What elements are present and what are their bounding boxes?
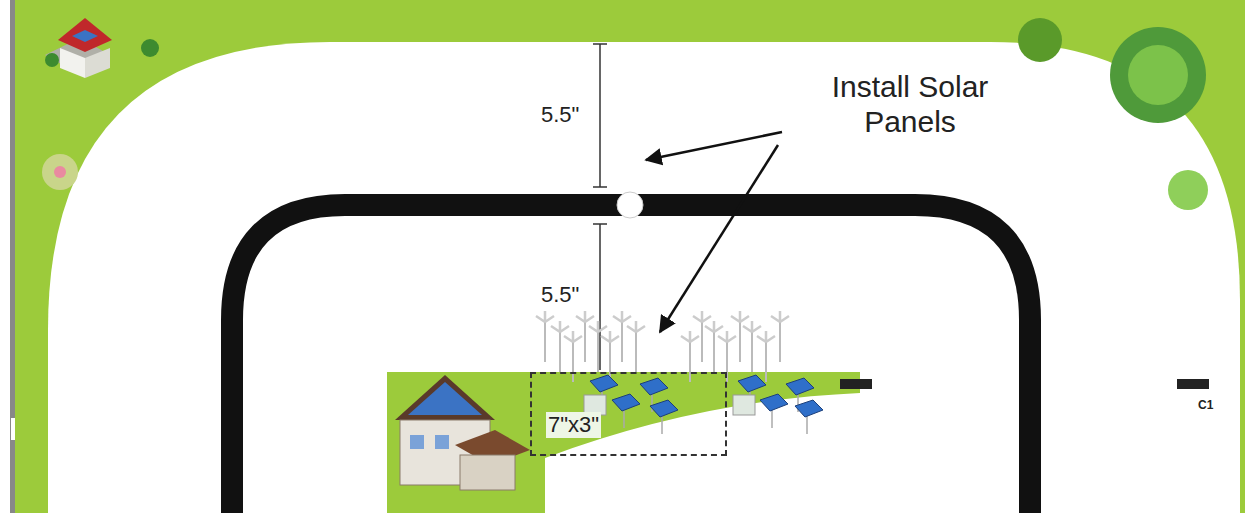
wind-turbine: [705, 321, 723, 372]
dashed-area: 7"x3": [530, 372, 727, 456]
wind-turbine: [564, 331, 582, 382]
dimension-text: 5.5": [541, 102, 579, 128]
wind-turbine: [681, 331, 699, 382]
pin-label: C1: [1198, 398, 1213, 412]
wind-turbine: [627, 321, 645, 372]
callout-text: Install Solar Panels: [795, 70, 1025, 139]
wind-turbine: [551, 321, 569, 372]
wind-turbine: [743, 321, 761, 372]
wind-turbine: [589, 321, 607, 372]
dimension-text: 5.5": [541, 282, 579, 308]
wind-turbine: [576, 311, 594, 362]
wind-turbine: [718, 331, 736, 382]
wind-turbine: [613, 311, 631, 362]
wind-turbine: [693, 311, 711, 362]
wind-turbine: [731, 311, 749, 362]
dimension-text: 7"x3": [546, 412, 601, 438]
wind-turbine: [601, 331, 619, 382]
wind-turbine: [771, 311, 789, 362]
wind-turbine: [536, 311, 554, 362]
wind-turbine: [757, 331, 775, 382]
